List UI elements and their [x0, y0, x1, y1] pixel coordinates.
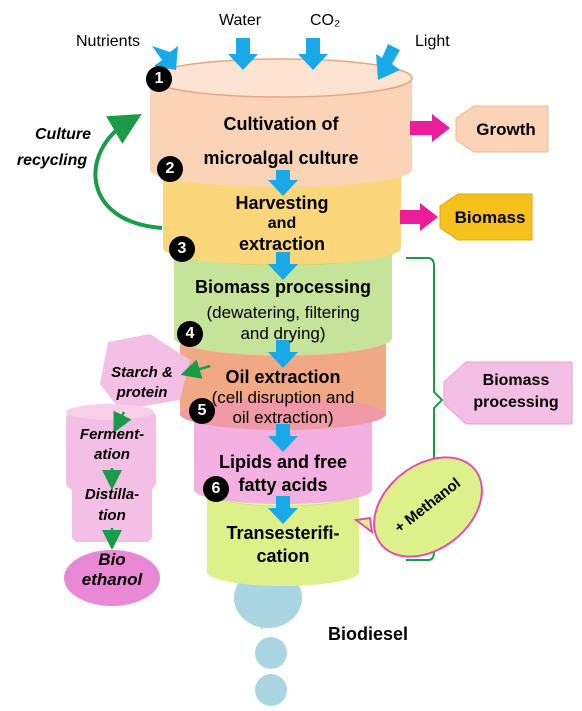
nutrients-label: Nutrients — [76, 33, 141, 50]
starch-line-2: protein — [116, 384, 168, 401]
stage-bracket — [406, 257, 444, 561]
biomass-label: Biomass — [454, 208, 526, 227]
culture-recycling-line-1: Culture — [35, 126, 91, 143]
biomass-processing-line-2: processing — [473, 394, 559, 411]
biodiesel-drops — [234, 568, 304, 706]
fermentation-line-2: ation — [94, 446, 130, 463]
bioethanol-line-1: Bio — [98, 550, 126, 569]
stage-4-line-2: (cell disruption and — [211, 388, 355, 407]
flow-arrows — [268, 170, 298, 524]
distillation-line-1: Distilla- — [84, 486, 140, 503]
stage-6-line-1: Transesterifi- — [226, 523, 340, 543]
stage-3-line-3: and drying) — [240, 324, 326, 343]
fermentation-line-1: Ferment- — [79, 426, 145, 443]
culture-recycling-arrow — [93, 113, 163, 230]
stage-number-2: 2 — [157, 156, 183, 182]
stage-6-line-2: cation — [256, 546, 310, 566]
biomass-processing-tag — [443, 361, 573, 425]
stage-number-1: 1 — [146, 66, 172, 92]
growth-label: Growth — [476, 120, 536, 139]
stage-4-line-3: oil extraction) — [232, 408, 334, 427]
culture-recycling-line-2: recycling — [16, 152, 88, 169]
co2-label: CO₂ — [310, 12, 341, 29]
light-label: Light — [415, 33, 450, 50]
input-arrows — [152, 38, 400, 80]
stage-number-3: 3 — [169, 236, 195, 262]
water-label: Water — [219, 12, 262, 29]
stage-2-line-3: extraction — [238, 234, 326, 254]
stage-3-line-2: (dewatering, filtering — [206, 303, 360, 322]
stage-5-line-1: Lipids and free — [218, 452, 348, 472]
biomass-processing-line-1: Biomass — [482, 372, 550, 389]
output-arrows — [400, 114, 450, 231]
stage-1-line-1: Cultivation of — [223, 114, 339, 134]
distillation-line-2: tion — [98, 507, 126, 524]
stage-5-line-2: fatty acids — [238, 475, 328, 495]
stage-2-line-1: Harvesting — [235, 193, 329, 213]
side-branch-shapes — [64, 334, 190, 606]
stage-2-line-2: and — [267, 215, 297, 232]
stage-3-line-1: Biomass processing — [194, 277, 372, 297]
stage-transesterification — [206, 477, 360, 586]
methanol-bubble — [353, 456, 483, 558]
biomass-tag — [439, 193, 533, 241]
stage-number-5: 5 — [189, 398, 215, 424]
bioethanol-line-2: ethanol — [81, 570, 143, 589]
stage-number-4: 4 — [177, 321, 203, 347]
stage-number-6: 6 — [203, 476, 229, 502]
side-branch-arrows — [102, 359, 211, 550]
starch-line-1: Starch & — [111, 364, 173, 381]
stage-1-line-2: microalgal culture — [203, 148, 359, 168]
biodiesel-label: Biodiesel — [328, 624, 409, 644]
stage-4-line-1: Oil extraction — [225, 367, 341, 387]
growth-tag — [455, 105, 549, 153]
